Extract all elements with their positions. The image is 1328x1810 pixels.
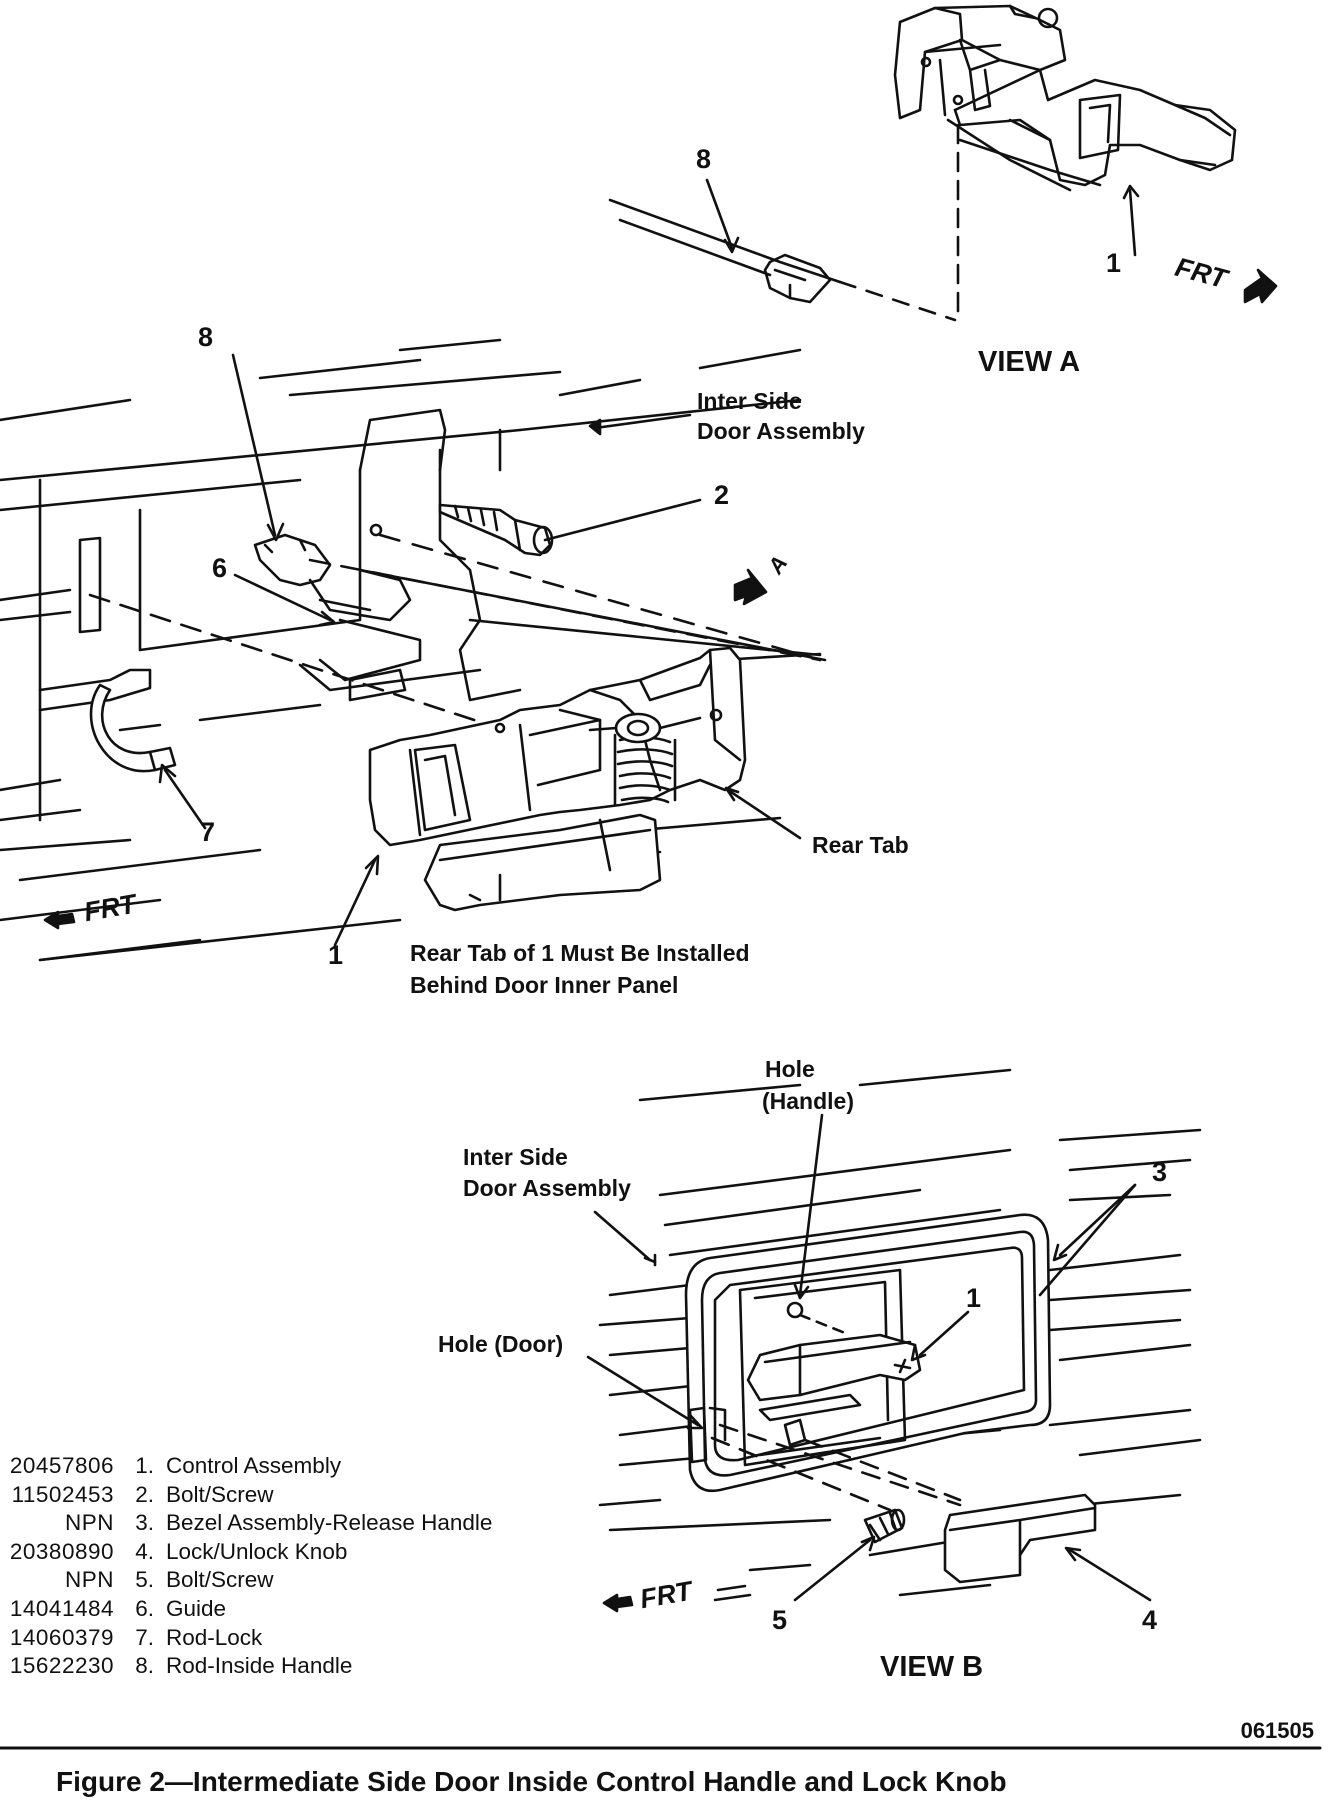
legend-part-number: 14060379 [9, 1624, 114, 1650]
legend-item-number: 6. [135, 1595, 154, 1621]
view-b-drawing [586, 1068, 1202, 1613]
legend-description: Lock/Unlock Knob [166, 1538, 348, 1564]
callout-middle-7: 7 [200, 817, 216, 847]
inter-side-door-label-bottom-line2: Door Assembly [463, 1175, 631, 1201]
legend-part-number: NPN [64, 1567, 114, 1593]
legend-description: Control Assembly [166, 1453, 342, 1478]
legend-row: 11502453 2. Bolt/Screw [0, 1481, 492, 1510]
legend-description: Bolt/Screw [166, 1481, 274, 1507]
view-a-drawing [608, 4, 1278, 322]
legend-item-number: 3. [135, 1510, 154, 1536]
legend-item-number: 8. [135, 1653, 154, 1679]
legend-part-number: 20457806 [9, 1453, 114, 1478]
hole-door-label: Hole (Door) [438, 1331, 564, 1357]
legend-row: 15622230 8. Rod-Inside Handle [0, 1652, 492, 1681]
inter-side-door-label-top-line2: Door Assembly [697, 418, 865, 444]
inter-side-door-label-top-line1: Inter Side [697, 388, 802, 414]
legend-description: Bezel Assembly-Release Handle [166, 1510, 493, 1536]
legend-row: NPN 5. Bolt/Screw [0, 1566, 492, 1595]
legend-item-number: 7. [135, 1624, 154, 1650]
hole-handle-label-line2: (Handle) [762, 1088, 854, 1114]
legend-item-number: 2. [135, 1481, 154, 1507]
legend-item-number: 5. [135, 1567, 154, 1593]
legend-part-number: 11502453 [11, 1481, 114, 1507]
legend-part-number: 14041484 [9, 1595, 114, 1621]
rear-tab-note-line1: Rear Tab of 1 Must Be Installed [410, 940, 750, 966]
view-a-title: VIEW A [978, 346, 1081, 378]
legend-description: Bolt/Screw [166, 1567, 274, 1593]
legend-row: 20457806 1. Control Assembly [0, 1452, 492, 1481]
rear-tab-note-line2: Behind Door Inner Panel [410, 972, 679, 998]
callout-middle-1: 1 [328, 940, 344, 970]
callout-view-a-8: 8 [696, 144, 712, 174]
callout-view-b-3: 3 [1152, 1157, 1168, 1187]
legend-item-number: 1. [135, 1453, 154, 1478]
door-assembly-drawing [0, 338, 827, 962]
legend-part-number: NPN [64, 1510, 114, 1536]
callout-view-b-5: 5 [772, 1605, 788, 1635]
legend-part-number: 15622230 [9, 1653, 114, 1679]
legend-row: NPN 3. Bezel Assembly-Release Handle [0, 1509, 492, 1538]
legend-description: Guide [166, 1595, 227, 1621]
callout-view-b-4: 4 [1142, 1605, 1158, 1635]
legend-part-number: 20380890 [9, 1538, 114, 1564]
view-b-title: VIEW B [880, 1651, 984, 1683]
legend-item-number: 4. [135, 1538, 154, 1564]
drawing-code: 061505 [1240, 1718, 1314, 1743]
legend-row: 20380890 4. Lock/Unlock Knob [0, 1538, 492, 1567]
callout-view-a-1: 1 [1106, 248, 1122, 278]
callout-middle-8: 8 [198, 322, 214, 352]
callout-view-b-1: 1 [966, 1283, 982, 1313]
parts-legend: 20457806 1. Control Assembly 11502453 2. Bolt… [0, 1452, 493, 1681]
rear-tab-label: Rear Tab [812, 832, 909, 858]
callout-middle-6: 6 [212, 553, 228, 583]
legend-row: 14041484 6. Guide [0, 1595, 492, 1624]
callout-middle-2: 2 [714, 480, 730, 510]
figure-caption: Figure 2—Intermediate Side Door Inside C… [56, 1766, 1007, 1797]
hole-handle-label-line1: Hole [765, 1056, 815, 1082]
legend-description: Rod-Lock [166, 1624, 263, 1650]
inter-side-door-label-bottom-line1: Inter Side [463, 1144, 568, 1170]
legend-row: 14060379 7. Rod-Lock [0, 1624, 492, 1653]
legend-description: Rod-Inside Handle [166, 1653, 353, 1679]
